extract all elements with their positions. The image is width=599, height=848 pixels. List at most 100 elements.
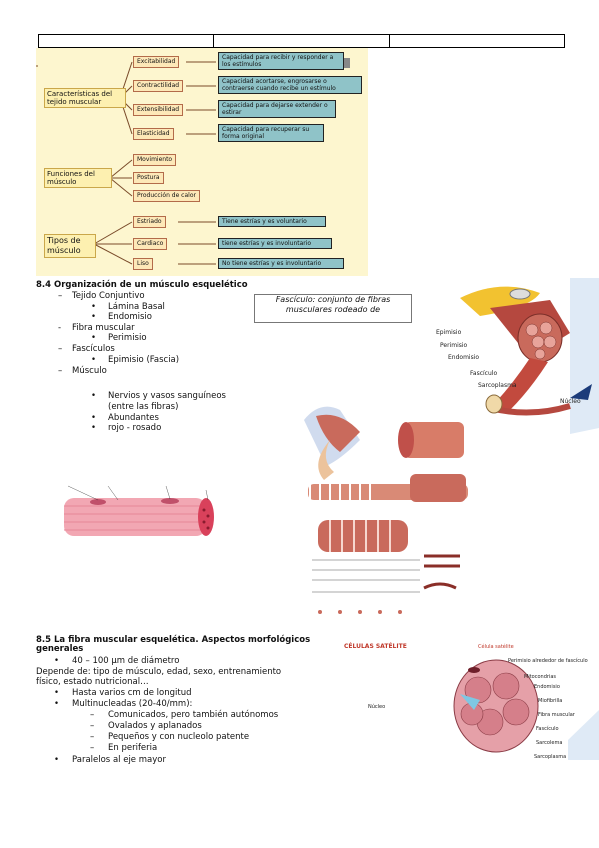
list-item: –Ovalados y aplanados <box>90 721 202 732</box>
muscle-fiber-illustration <box>64 485 214 536</box>
list-marker: – <box>90 721 95 731</box>
list-marker: • <box>54 688 60 698</box>
list-marker: – <box>58 291 63 301</box>
list-marker: • <box>54 699 60 709</box>
list-item: • Abundantes <box>91 413 159 424</box>
map-desc-contractilidad: Capacidad acortarse, engrosarse o contra… <box>218 76 362 94</box>
list-item-text: En periferia <box>108 743 158 753</box>
fasciculo-callout: Fascículo: conjunto de fibras musculares… <box>254 294 412 323</box>
map-desc-liso: No tiene estrías y es involuntario <box>218 258 344 269</box>
list-marker: – <box>90 710 95 720</box>
section-heading-8-4: 8.4 Organización de un músculo esqueléti… <box>36 280 248 290</box>
list-marker: – <box>90 732 95 742</box>
list-item: • 40 – 100 µm de diámetro <box>54 656 180 667</box>
map-item-postura: Postura <box>133 172 164 184</box>
satellite-cells-figure: CÉLULAS SATÉLITE Célula satélite Perimis… <box>340 640 599 760</box>
map-group-tipos: Tipos de músculo <box>44 234 96 258</box>
list-marker: • <box>54 656 60 666</box>
section-heading-8-5: 8.5 La fibra muscular esquelética. Aspec… <box>36 636 310 654</box>
list-item: Depende de: tipo de músculo, edad, sexo,… <box>36 667 282 678</box>
list-item: • Hasta varios cm de longitud <box>54 688 192 699</box>
list-item-text: Depende de: tipo de músculo, edad, sexo,… <box>36 667 282 677</box>
map-item-movimiento: Movimiento <box>133 154 177 166</box>
list-item-text: Lámina Basal <box>108 302 165 312</box>
list-item: •Multinucleadas (20-40/mm): <box>54 699 192 710</box>
section-heading-8-5-line2: generales <box>36 644 84 654</box>
list-item: • Lámina Basal <box>91 302 165 313</box>
fig-label-sarcoplasma: Sarcoplasma <box>478 382 517 389</box>
list-marker: • <box>91 391 97 401</box>
list-item: – Pequeños y con nucleolo patente <box>90 732 250 743</box>
muscle-hierarchy-figure <box>300 380 470 628</box>
section-heading-8-5-line1: 8.5 La fibra muscular esquelética. Aspec… <box>36 635 311 645</box>
map-item-cardiaco: Cardiaco <box>133 238 168 250</box>
muscle-structure-illustration <box>460 278 599 434</box>
list-marker: • <box>91 423 97 433</box>
list-marker: • <box>91 302 97 312</box>
list-marker: • <box>54 755 60 765</box>
sat-label-celula-satelite: Célula satélite <box>478 644 514 650</box>
list-item-text: Paralelos al eje mayor <box>72 755 166 765</box>
satellite-title: CÉLULAS SATÉLITE <box>344 643 407 650</box>
map-group-caracteristicas: Características del tejido muscular <box>44 88 126 108</box>
list-item-text: Hasta varios cm de longitud <box>72 688 192 698</box>
list-item: –Fascículos <box>58 344 115 355</box>
list-marker: • <box>91 413 97 423</box>
map-desc-cardiaco: tiene estrías y es involuntario <box>218 238 332 249</box>
map-desc-estriado: Tiene estrías y es voluntario <box>218 216 326 227</box>
sat-label-sarcolema: Sarcolema <box>536 740 563 746</box>
map-item-elasticidad: Elasticidad <box>133 128 174 140</box>
muscle-structure-figure: Epimisio Perimisio Endomisio Fascículo S… <box>420 278 599 434</box>
map-desc-extensibilidad: Capacidad para dejarse extender o estira… <box>218 100 336 118</box>
list-item: -Fibra muscular <box>58 323 135 334</box>
sat-label-endomisio: Endomisio <box>534 684 560 690</box>
list-item: • Paralelos al eje mayor <box>54 755 166 766</box>
sat-label-fasciculo: Fascículo <box>536 726 559 732</box>
satellite-cells-illustration <box>453 659 599 760</box>
list-item-text: Pequeños y con nucleolo patente <box>108 732 250 742</box>
list-item-text: rojo - rosado <box>108 423 162 433</box>
list-item: – En periferia <box>90 743 158 754</box>
map-item-liso: Liso <box>133 258 153 270</box>
list-marker: – <box>90 743 95 753</box>
sat-label-nucleo: Núcleo <box>368 704 386 710</box>
list-item: • Endomisio <box>91 312 152 323</box>
list-marker: – <box>58 344 63 354</box>
map-item-excitabilidad: Excitabilidad <box>133 56 180 68</box>
fig-label-epimisio: Epimisio <box>436 329 462 336</box>
list-item: físico, estado nutricional… <box>36 677 149 688</box>
list-item: • Nervios y vasos sanguíneos <box>91 391 226 402</box>
sat-label-sarcoplasma: Sarcoplasma <box>534 754 567 760</box>
list-item: –Comunicados, pero también autónomos <box>90 710 278 721</box>
map-desc-excitabilidad: Capacidad para recibir y responder a los… <box>218 52 344 70</box>
map-group-funciones: Funciones del músculo <box>44 168 112 188</box>
list-item-text: Nervios y vasos sanguíneos <box>108 391 226 401</box>
list-item-text: Tejido Conjuntivo <box>72 291 145 301</box>
list-item-text: Endomisio <box>108 312 152 322</box>
concept-map: Características del tejido muscular Exci… <box>36 48 368 276</box>
list-item: •Epimisio (Fascia) <box>91 355 180 366</box>
list-item-text: (entre las fibras) <box>108 402 179 412</box>
map-item-calor: Producción de calor <box>133 190 200 202</box>
list-item: –Músculo <box>58 366 107 377</box>
sat-label-miofibrilla: Miofibrilla <box>538 698 563 704</box>
list-marker: - <box>58 323 62 333</box>
list-item-text: Fascículos <box>72 344 115 354</box>
list-item-text: Epimisio (Fascia) <box>108 355 180 365</box>
list-marker: • <box>91 312 97 322</box>
map-item-contractilidad: Contractilidad <box>133 80 184 92</box>
list-item-text: Fibra muscular <box>72 323 135 333</box>
map-desc-elasticidad: Capacidad para recuperar su forma origin… <box>218 124 324 142</box>
list-item: • rojo - rosado <box>91 423 162 434</box>
list-item-text: Abundantes <box>108 413 159 423</box>
list-item-text: Perimisio <box>108 333 147 343</box>
map-item-extensibilidad: Extensibilidad <box>133 104 184 116</box>
muscle-fiber-figure <box>58 478 228 542</box>
list-item-text: 40 – 100 µm de diámetro <box>72 656 180 666</box>
fig-label-fasciculo: Fascículo <box>470 370 498 377</box>
list-marker: – <box>58 366 63 376</box>
sat-label-mitocondrias: Mitocondrias <box>524 674 556 680</box>
list-item: •Perimisio <box>91 333 147 344</box>
fig-label-endomisio: Endomisio <box>448 354 480 361</box>
list-item: –Tejido Conjuntivo <box>58 291 145 302</box>
